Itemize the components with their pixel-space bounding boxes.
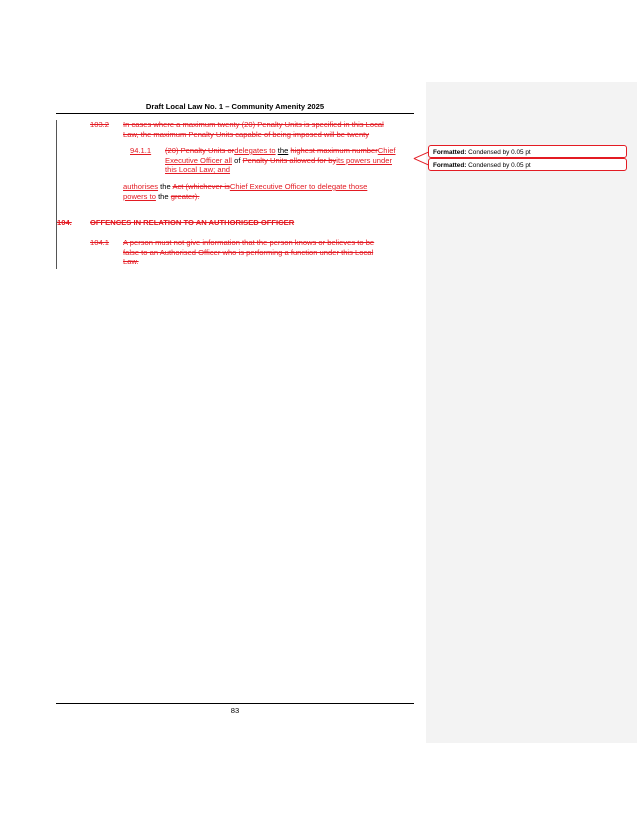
header-rule bbox=[56, 113, 414, 114]
document-page bbox=[0, 0, 426, 825]
inserted-text: Executive Officer all bbox=[165, 155, 232, 165]
clause-line: A person must not give information that … bbox=[123, 238, 375, 247]
deleted-text: greater). bbox=[170, 191, 200, 201]
header-title: Draft Local Law No. 1 – Community Amenit… bbox=[145, 102, 325, 111]
plain-text: the bbox=[160, 182, 171, 191]
clause-line: Law. bbox=[123, 257, 139, 267]
clause-line: false to an Authorised Officer who is pe… bbox=[123, 247, 374, 257]
inserted-text: authorises bbox=[123, 182, 159, 191]
plain-text: the bbox=[158, 191, 169, 201]
clause-number: 104.1 bbox=[90, 238, 110, 247]
inserted-text: the bbox=[277, 146, 289, 155]
deleted-text: Act (whichever is bbox=[172, 182, 230, 191]
inserted-text: powers to bbox=[123, 191, 156, 201]
clause-number: 103.2 bbox=[90, 120, 110, 129]
format-balloon[interactable]: Formatted: Condensed by 0.05 pt bbox=[428, 145, 627, 158]
inserted-text: Chief bbox=[377, 146, 396, 155]
markup-pane bbox=[426, 82, 637, 743]
clause-line: In cases where a maximum twenty (20) Pen… bbox=[123, 120, 384, 129]
clause-number: 94.1.1 bbox=[130, 146, 152, 155]
balloon-label: Formatted: bbox=[433, 162, 467, 169]
section-title: OFFENCES IN RELATION TO AN AUTHORISED OF… bbox=[90, 218, 295, 227]
clause-line: Law, the maximum Penalty Units capable o… bbox=[123, 129, 370, 139]
section-number: 104. bbox=[57, 218, 72, 227]
deleted-text: (20) Penalty Units or bbox=[165, 146, 235, 155]
deleted-text: Penalty Units allowed for by bbox=[242, 155, 337, 165]
plain-text: of bbox=[234, 155, 241, 165]
deleted-text: highest maximum number bbox=[290, 146, 378, 155]
footer-rule bbox=[56, 703, 414, 704]
inserted-text: delegates to bbox=[234, 146, 276, 155]
inserted-text: its powers under bbox=[336, 155, 392, 165]
page-number: 83 bbox=[230, 706, 240, 715]
balloon-label: Formatted: bbox=[433, 149, 467, 156]
format-balloon[interactable]: Formatted: Condensed by 0.05 pt bbox=[428, 158, 627, 171]
inserted-text: Chief Executive Officer to delegate thos… bbox=[229, 182, 368, 191]
authorises-paragraph[interactable]: authorises the Act (whichever isChief Ex… bbox=[123, 182, 421, 201]
balloon-text: Condensed by 0.05 pt bbox=[468, 149, 531, 156]
change-bar bbox=[56, 120, 57, 269]
balloon-text: Condensed by 0.05 pt bbox=[468, 162, 531, 169]
inserted-text: this Local Law; and bbox=[165, 165, 231, 175]
